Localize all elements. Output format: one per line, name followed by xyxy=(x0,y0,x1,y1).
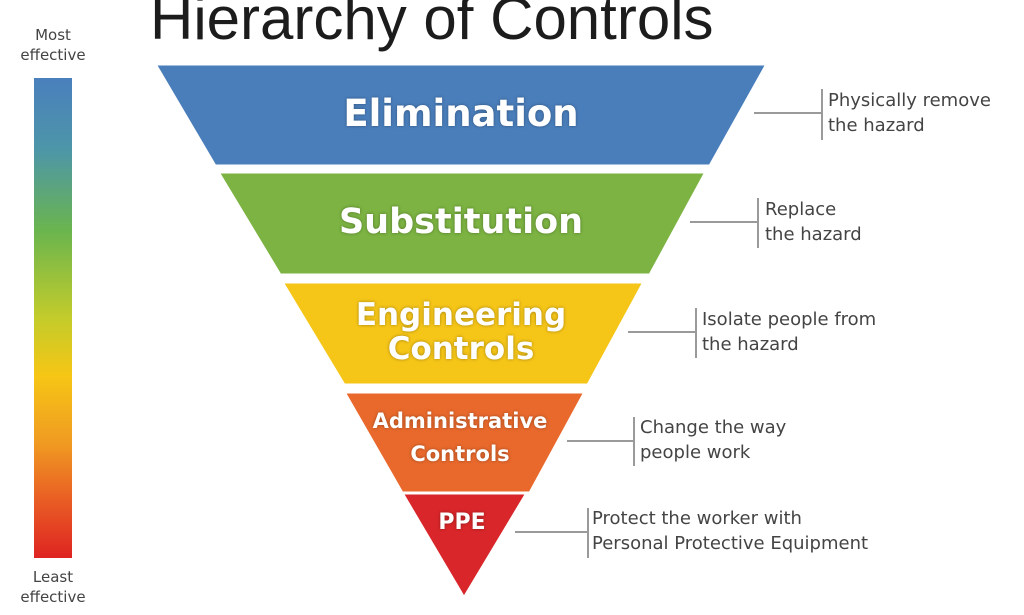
label-elimination: Elimination xyxy=(261,93,661,135)
desc-elimination-line1: Physically remove xyxy=(828,90,991,111)
band-administrative xyxy=(341,390,588,495)
desc-elimination: Physically remove the hazard xyxy=(828,88,991,138)
scale-bottom-label: Least effective xyxy=(3,567,103,607)
effectiveness-gradient-bar xyxy=(34,78,72,558)
scale-bottom-line1: Least xyxy=(32,568,74,586)
scale-bottom-line2: effective xyxy=(20,588,86,606)
desc-substitution: Replace the hazard xyxy=(765,197,862,247)
label-administrative: Administrative Controls xyxy=(360,405,560,471)
label-engineering-line1: Engineering xyxy=(355,297,567,333)
desc-engineering: Isolate people from the hazard xyxy=(702,307,876,357)
label-engineering: Engineering Controls xyxy=(311,298,611,366)
desc-administrative-line1: Change the way xyxy=(640,417,787,438)
desc-administrative: Change the way people work xyxy=(640,415,786,465)
label-ppe-text: PPE xyxy=(438,510,486,535)
band-engineering xyxy=(279,280,647,387)
scale-top-line1: Most xyxy=(35,26,71,44)
label-substitution-text: Substitution xyxy=(338,202,584,242)
label-administrative-line1: Administrative xyxy=(372,409,548,433)
scale-top-line2: effective xyxy=(20,46,86,64)
desc-substitution-line2: the hazard xyxy=(765,224,862,245)
desc-elimination-line2: the hazard xyxy=(828,115,925,136)
desc-engineering-line1: Isolate people from xyxy=(702,309,877,330)
label-substitution: Substitution xyxy=(261,201,661,243)
band-elimination xyxy=(152,62,770,168)
diagram-title: Hierarchy of Controls xyxy=(150,0,714,52)
band-ppe xyxy=(399,491,530,601)
desc-substitution-line1: Replace xyxy=(765,199,837,220)
label-ppe: PPE xyxy=(412,508,512,538)
desc-ppe-line1: Protect the worker with xyxy=(592,508,802,529)
label-engineering-line2: Controls xyxy=(387,331,535,367)
scale-top-label: Most effective xyxy=(3,25,103,65)
desc-ppe-line2: Personal Protective Equipment xyxy=(592,533,869,554)
desc-engineering-line2: the hazard xyxy=(702,334,799,355)
label-administrative-line2: Controls xyxy=(410,442,510,466)
band-substitution xyxy=(215,170,709,277)
desc-ppe: Protect the worker with Personal Protect… xyxy=(592,506,868,556)
label-elimination-text: Elimination xyxy=(343,92,579,135)
desc-administrative-line2: people work xyxy=(640,442,751,463)
